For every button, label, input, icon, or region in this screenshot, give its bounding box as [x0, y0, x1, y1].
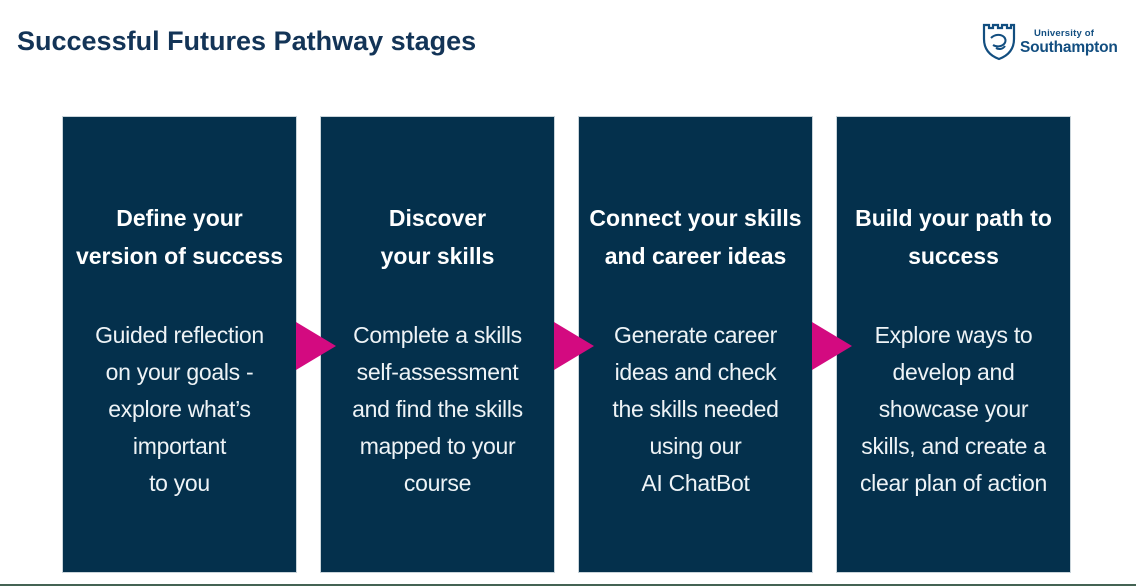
logo-line-southampton: Southampton — [1020, 39, 1118, 56]
stage-heading: Connect your skills and career ideas — [589, 205, 802, 269]
bottom-border-line — [0, 584, 1136, 586]
stage-box-build: Build your path to success Explore ways … — [836, 116, 1071, 573]
stage-description: Generate career ideas and check the skil… — [612, 322, 779, 496]
stage-heading: Build your path to success — [855, 205, 1052, 269]
logo-line-university-of: University of — [1034, 27, 1095, 39]
stage-box-connect: Connect your skills and career ideas Gen… — [578, 116, 813, 573]
stage-box-discover: Discover your skills Complete a skills s… — [320, 116, 555, 573]
flow-arrow-icon — [554, 322, 594, 370]
logo-text: University of Southampton — [1020, 27, 1118, 56]
stage-description: Complete a skills self-assessment and fi… — [352, 322, 523, 496]
stage-box-define: Define your version of success Guided re… — [62, 116, 297, 573]
university-shield-icon — [982, 22, 1016, 62]
stage-heading: Define your version of success — [75, 205, 284, 269]
page-title: Successful Futures Pathway stages — [17, 26, 477, 56]
stage-description: Explore ways to develop and showcase you… — [859, 322, 1048, 496]
pathway-stages: Define your version of success Guided re… — [62, 116, 1071, 573]
university-logo: University of Southampton — [982, 22, 1118, 62]
stage-description: Guided reflection on your goals - explor… — [95, 322, 264, 496]
flow-arrow-icon — [296, 322, 336, 370]
stage-heading: Discover your skills — [380, 205, 495, 269]
flow-arrow-icon — [812, 322, 852, 370]
